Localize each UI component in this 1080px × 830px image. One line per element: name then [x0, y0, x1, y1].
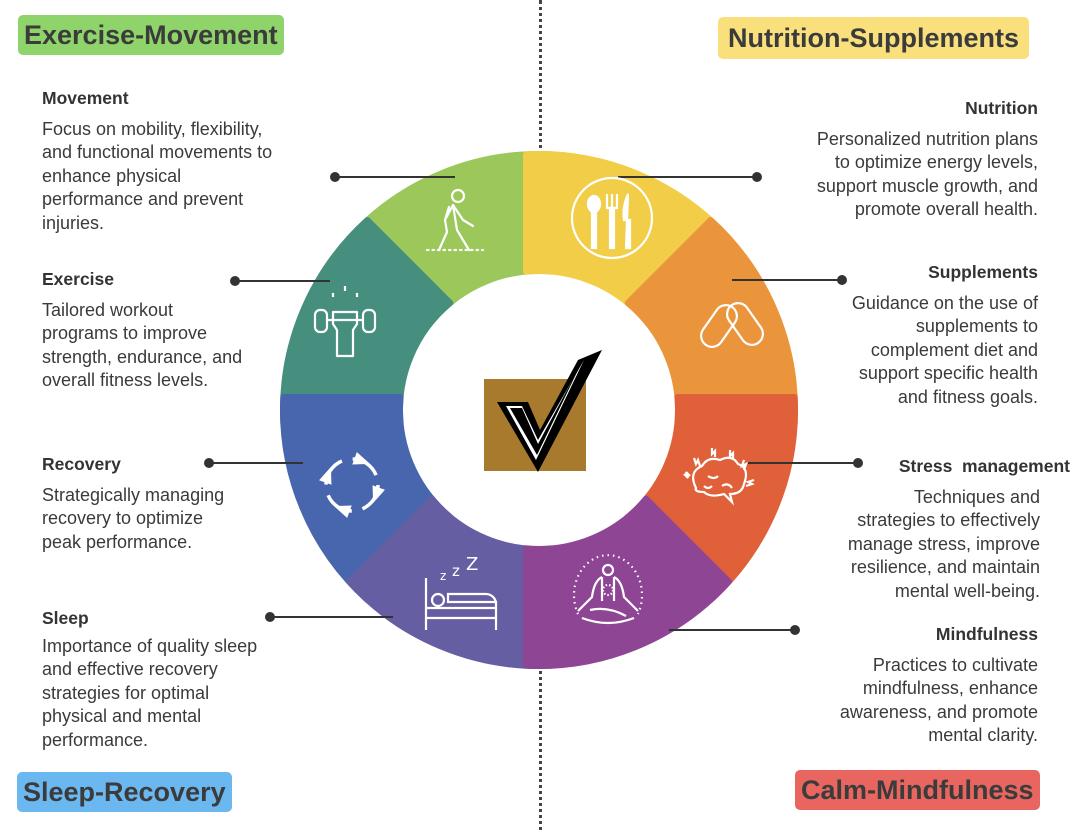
item-mindfulness: Mindfulness Practices to cultivate mindf…: [738, 624, 1038, 748]
connector-dot-recovery: [204, 458, 214, 468]
item-title: Exercise: [42, 269, 115, 289]
stressed-brain-icon: [678, 440, 758, 520]
pills-icon: [690, 285, 770, 365]
item-title: Stress management: [898, 456, 1070, 476]
item-text: strength, endurance, and: [42, 346, 243, 367]
item-text: and fitness goals.: [897, 386, 1038, 407]
svg-text:z: z: [440, 569, 446, 583]
item-text: supplements to: [915, 316, 1038, 337]
item-text: performance.: [42, 729, 149, 750]
item-text: promote overall health.: [854, 199, 1038, 220]
bed-sleep-icon: z z Z: [422, 554, 502, 638]
walking-person-icon: [415, 182, 495, 262]
item-title: Recovery: [42, 454, 121, 474]
item-text: physical and mental: [42, 706, 202, 727]
connector-dot-nutrition: [752, 172, 762, 182]
connector-dot-exercise: [230, 276, 240, 286]
item-text: programs to improve: [42, 323, 208, 344]
item-text: injuries.: [42, 212, 105, 233]
item-stress-management: Stress management Techniques and strateg…: [740, 456, 1070, 603]
item-text: performance and prevent: [42, 189, 244, 210]
category-exercise-movement: Exercise-Movement: [18, 15, 284, 55]
item-text: Importance of quality sleep: [42, 636, 258, 656]
item-text: recovery to optimize: [42, 508, 204, 529]
item-text: manage stress, improve: [847, 533, 1040, 554]
item-text: support muscle growth, and: [816, 175, 1038, 196]
cutlery-plate-icon: [570, 176, 654, 260]
connector-dot-supplements: [837, 275, 847, 285]
item-text: peak performance.: [42, 531, 193, 552]
item-text: strategies to effectively: [857, 510, 1040, 531]
item-nutrition: Nutrition Personalized nutrition plans t…: [738, 98, 1038, 222]
item-text: overall fitness levels.: [42, 370, 209, 391]
item-text: Focus on mobility, flexibility,: [42, 119, 263, 139]
dumbbell-fist-icon: [305, 282, 385, 362]
item-text: enhance physical: [42, 165, 182, 186]
item-text: Guidance on the use of: [851, 293, 1038, 313]
item-text: support specific health: [858, 363, 1038, 384]
svg-text:z: z: [452, 562, 460, 580]
item-text: Practices to cultivate: [872, 655, 1038, 675]
svg-text:Z: Z: [466, 554, 478, 575]
connector-dot-mindfulness: [790, 625, 800, 635]
item-movement: Movement Focus on mobility, flexibility,…: [42, 88, 342, 235]
item-title: Mindfulness: [935, 624, 1038, 644]
item-text: Tailored workout: [42, 300, 174, 320]
segment-supplements: [624, 217, 798, 426]
divider-top: [539, 0, 542, 270]
item-text: mindfulness, enhance: [862, 678, 1038, 699]
item-text: and functional movements to: [42, 142, 273, 163]
cycle-arrows-icon: [312, 445, 392, 525]
item-exercise: Exercise Tailored workout programs to im…: [42, 269, 342, 393]
item-text: and effective recovery: [42, 659, 218, 680]
item-text: resilience, and maintain: [850, 557, 1040, 578]
item-text: Strategically managing: [42, 485, 225, 505]
item-text: mental well-being.: [894, 580, 1040, 601]
connector-dot-stress-management: [853, 458, 863, 468]
meditation-icon: [568, 552, 648, 632]
item-text: Techniques and: [913, 487, 1040, 507]
item-text: Personalized nutrition plans: [816, 129, 1038, 149]
item-supplements: Supplements Guidance on the use of suppl…: [738, 262, 1038, 409]
item-title: Nutrition: [965, 98, 1038, 118]
item-text: complement diet and: [870, 339, 1038, 360]
category-nutrition-supplements: Nutrition-Supplements: [718, 17, 1029, 59]
checkmark-logo-icon: [497, 350, 602, 472]
item-text: mental clarity.: [928, 725, 1038, 746]
item-recovery: Recovery Strategically managing recovery…: [42, 454, 342, 554]
divider-bottom: [539, 550, 542, 830]
item-text: awareness, and promote: [839, 701, 1038, 722]
connector-dot-sleep: [265, 612, 275, 622]
item-title: Movement: [42, 88, 129, 108]
item-text: strategies for optimal: [42, 682, 210, 703]
item-text: to optimize energy levels,: [834, 152, 1038, 173]
center-logo: [484, 350, 602, 472]
item-title: Sleep: [42, 608, 89, 628]
item-title: Supplements: [928, 262, 1038, 282]
item-sleep: Sleep Importance of quality sleep and ef…: [42, 608, 342, 752]
category-sleep-recovery: Sleep-Recovery: [17, 772, 232, 812]
category-calm-mindfulness: Calm-Mindfulness: [795, 770, 1040, 810]
connector-dot-movement: [330, 172, 340, 182]
segment-mindfulness: [523, 495, 732, 669]
